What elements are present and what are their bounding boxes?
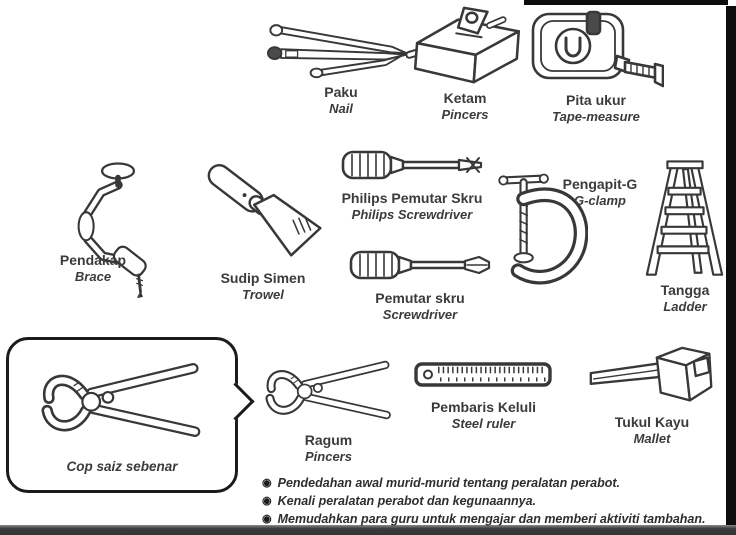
tool-name-english: Steel ruler (451, 415, 516, 431)
tool-name-malay: Sudip Simen (220, 270, 306, 286)
tool-name-english: Trowel (242, 286, 284, 302)
tool-name-malay: Ragum (304, 432, 353, 448)
note-text: Pendedahan awal murid-murid tentang pera… (277, 476, 621, 490)
tool-name-malay: Ketam (443, 90, 487, 106)
tool-name-malay: Paku (324, 84, 358, 100)
tool-name-malay: Tukul Kayu (614, 414, 690, 430)
tool-tukul-kayu: Tukul Kayu Mallet (574, 344, 730, 446)
pincers-icon (263, 352, 395, 428)
note-text: Kenali peralatan perabot dan kegunaannya… (277, 493, 537, 508)
brace-icon (77, 162, 147, 298)
tool-name-english: Pincers (305, 448, 352, 464)
tool-name-malay: Pendakap (59, 252, 127, 268)
bullet-icon: ◉ (262, 512, 272, 525)
scan-artifact-bottom-bar (0, 525, 736, 535)
tool-pembaris-keluli: Pembaris Keluli Steel ruler (406, 360, 561, 431)
plane-icon (406, 6, 521, 84)
tool-name-english: Brace (74, 268, 112, 284)
screwdriver-icon (349, 250, 491, 280)
scan-artifact-top-bar (524, 0, 728, 5)
callout-caption: Cop saiz sebenar (66, 459, 178, 474)
scan-artifact-right-bar (726, 6, 736, 535)
tool-name-malay: Philips Pemutar Skru (341, 190, 483, 206)
notes-list: ◉ Pendedahan awal murid-murid tentang pe… (262, 476, 732, 530)
note-text: Memudahkan para guru untuk mengajar dan … (277, 511, 706, 526)
philips-screwdriver-icon (341, 150, 483, 180)
tool-name-malay: Pengapit-G (562, 176, 638, 192)
note-item: ◉ Kenali peralatan perabot dan kegunaann… (262, 494, 732, 510)
tape-measure-icon (531, 10, 664, 88)
mallet-icon (589, 346, 713, 402)
tool-name-english: Tape-measure (552, 108, 640, 124)
note-item: ◉ Pendedahan awal murid-murid tentang pe… (262, 476, 732, 492)
pincers-actual-size-icon (31, 356, 213, 444)
tool-philips-skru: Philips Pemutar Skru Philips Screwdriver (336, 144, 488, 222)
tool-name-malay: Pita ukur (566, 92, 626, 108)
tool-name-malay: Pemutar skru (375, 290, 465, 306)
bullet-icon: ◉ (262, 477, 272, 489)
tool-ketam: Ketam Pincers (398, 4, 532, 122)
tool-name-english: Screwdriver (382, 306, 458, 322)
actual-size-callout: Cop saiz sebenar (6, 337, 255, 493)
tool-name-english: Ladder (663, 298, 707, 314)
tool-pita-ukur: Pita ukur Tape-measure (526, 8, 666, 124)
note-item: ◉ Memudahkan para guru untuk mengajar da… (262, 512, 732, 528)
tool-paku: Paku Nail (246, 16, 436, 116)
ladder-icon (645, 160, 724, 276)
steel-ruler-icon (413, 362, 552, 387)
tool-tangga: Tangga Ladder (640, 160, 730, 314)
tool-pemutar-skru: Pemutar skru Screwdriver (346, 244, 494, 322)
bullet-icon: ◉ (262, 494, 272, 507)
tool-name-english: Philips Screwdriver (351, 206, 473, 222)
tool-name-english: Mallet (633, 430, 671, 446)
tool-name-malay: Tangga (660, 282, 710, 298)
tool-name-malay: Pembaris Keluli (430, 399, 537, 415)
tool-name-english: G-clamp (573, 192, 626, 208)
tool-name-english: Pincers (441, 106, 489, 122)
g-clamp-icon (498, 173, 588, 285)
tool-pendakap: Pendakap Brace (30, 156, 170, 308)
tool-ragum: Ragum Pincers (256, 352, 401, 464)
trowel-icon (207, 164, 322, 257)
tool-pengapit-g: Pengapit-G G-clamp (496, 164, 646, 300)
callout-tail (216, 382, 255, 421)
tool-sudip-simen: Sudip Simen Trowel (196, 164, 330, 302)
nails-icon (267, 24, 408, 79)
tool-name-english: Nail (329, 100, 353, 116)
